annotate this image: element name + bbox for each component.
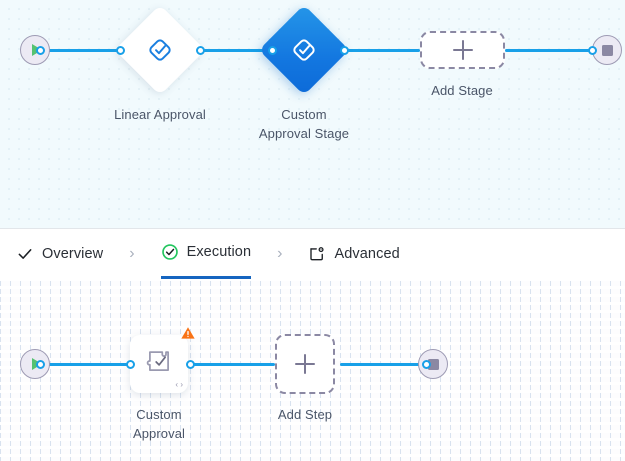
port-step-custom-out[interactable]	[186, 359, 195, 369]
stage-label-custom-approval-stage: Custom Approval Stage	[244, 105, 364, 143]
tab-advanced[interactable]: Advanced	[308, 229, 400, 279]
add-stage-button[interactable]	[420, 31, 505, 69]
plus-icon	[295, 354, 315, 374]
port-linear-out[interactable]	[196, 45, 205, 55]
stage-end-node[interactable]	[592, 35, 622, 65]
stage-node-custom-approval-stage[interactable]	[258, 4, 350, 96]
edge-step-add-to-end	[340, 363, 425, 366]
tab-overview[interactable]: Overview	[16, 229, 103, 279]
step-label-line2: Approval	[132, 426, 186, 441]
stage-node-linear-approval[interactable]	[114, 4, 206, 96]
puzzle-check-icon	[145, 348, 173, 381]
edge-step-custom-to-add	[190, 363, 275, 366]
step-label-line1: Custom	[136, 407, 182, 422]
port-end-in[interactable]	[588, 45, 597, 55]
port-step-end-in[interactable]	[422, 359, 431, 369]
tab-overview-label: Overview	[42, 245, 104, 262]
stop-icon	[601, 44, 613, 56]
window-gear-icon	[308, 245, 326, 263]
check-circle-icon	[161, 243, 179, 261]
add-stage-label: Add Stage	[431, 83, 493, 98]
tab-separator-1: ›	[129, 244, 135, 262]
stage-label-line1: Custom	[281, 107, 327, 122]
add-step-label: Add Step	[277, 407, 333, 422]
port-start-out[interactable]	[36, 45, 45, 55]
execution-step-canvas[interactable]: ‹› Custom Approval Add Step	[0, 278, 625, 461]
port-linear-in[interactable]	[116, 45, 125, 55]
stop-icon	[427, 358, 439, 370]
approval-check-diamond-icon	[290, 36, 318, 64]
port-custom-in[interactable]	[268, 45, 277, 55]
edge-step-start-to-custom	[40, 363, 130, 366]
edge-linear-to-custom	[199, 49, 272, 52]
warning-triangle-icon[interactable]	[180, 325, 196, 341]
edge-add-to-end	[505, 49, 590, 52]
approval-check-diamond-icon	[146, 36, 174, 64]
edge-start-to-linear	[40, 49, 120, 52]
stage-label-linear-approval: Linear Approval	[114, 107, 206, 122]
stage-start-node[interactable]	[20, 35, 50, 65]
tab-execution[interactable]: Execution	[160, 229, 252, 279]
step-node-custom-approval[interactable]: ‹›	[130, 327, 195, 393]
check-icon	[16, 245, 34, 263]
tab-separator-2: ›	[277, 244, 283, 262]
port-step-custom-in[interactable]	[126, 359, 135, 369]
step-start-node[interactable]	[20, 349, 50, 379]
plus-icon	[452, 40, 473, 60]
edge-custom-to-add	[340, 49, 420, 52]
port-step-start-out[interactable]	[36, 359, 45, 369]
tab-execution-label: Execution	[186, 244, 252, 260]
add-step-button[interactable]	[275, 334, 335, 394]
tab-advanced-label: Advanced	[334, 245, 400, 262]
code-icon[interactable]: ‹›	[174, 381, 184, 390]
stage-designer-canvas[interactable]: Linear Approval Custom Approval Stage Ad…	[0, 0, 625, 228]
workflow-tab-bar: Overview › Execution › Advanced	[0, 228, 625, 279]
step-label-custom-approval: Custom Approval	[99, 405, 219, 443]
port-custom-out[interactable]	[340, 45, 349, 55]
stage-label-line2: Approval Stage	[258, 126, 350, 141]
